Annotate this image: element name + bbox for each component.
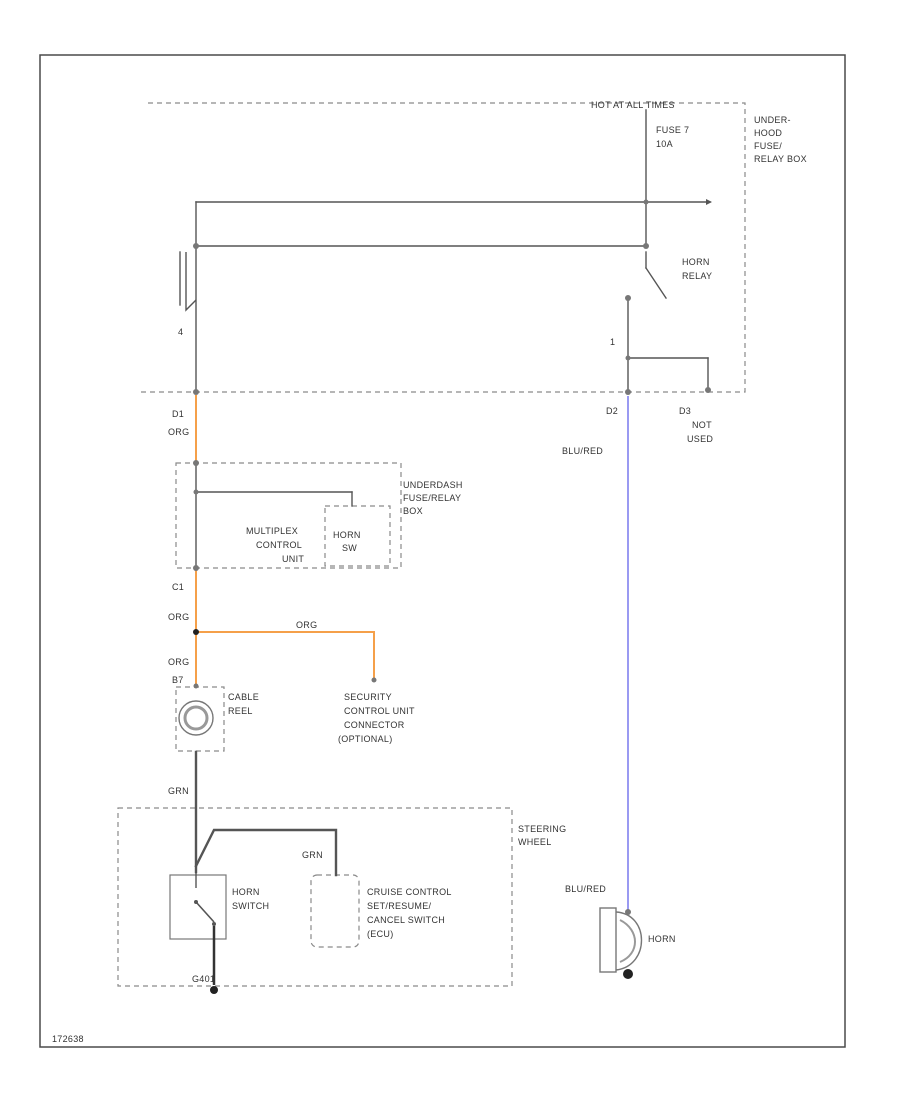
horn-sw-box-outline: [324, 505, 391, 567]
cruise-switch-label-3: CANCEL SWITCH: [367, 915, 445, 925]
multiplex-label-2: CONTROL: [256, 540, 302, 550]
horn-sw-label-1: HORN: [333, 530, 361, 540]
left-contact: [185, 252, 197, 312]
wire-org-label-3: ORG: [296, 620, 317, 630]
underdash-box-label-3: BOX: [403, 506, 423, 516]
fuse-label: FUSE 7: [656, 125, 689, 135]
horn-sw-label-2: SW: [342, 543, 357, 553]
cable-reel-label-2: REEL: [228, 706, 253, 716]
pin-1-label: 1: [610, 337, 615, 347]
wire-grn-label-2: GRN: [302, 850, 323, 860]
connector-b7-label: B7: [172, 675, 184, 685]
cruise-switch-box-outline: [310, 874, 360, 948]
wire-org-label-2: ORG: [168, 612, 189, 622]
diagram-labels: HOT AT ALL TIMES FUSE 7 10A UNDER- HOOD …: [52, 100, 807, 1044]
underhood-box-label-3: FUSE/: [754, 141, 782, 151]
bus-arrow: [706, 199, 712, 205]
horn-switch-label-1: HORN: [232, 887, 260, 897]
figure-id-label: 172638: [52, 1034, 84, 1044]
hot-at-all-times-label: HOT AT ALL TIMES: [591, 100, 675, 110]
cruise-switch-label-4: (ECU): [367, 929, 394, 939]
wire-org-label-1: ORG: [168, 427, 189, 437]
not-used-label-1: NOT: [692, 420, 712, 430]
ground-symbol: [210, 986, 218, 994]
underhood-box-label-4: RELAY BOX: [754, 154, 807, 164]
horn-relay-label-1: HORN: [682, 257, 710, 267]
diagram-frame: [39, 54, 846, 1048]
underdash-box-outline: [175, 462, 402, 569]
horn-switch: [169, 872, 227, 985]
wire-org-label-4: ORG: [168, 657, 189, 667]
cruise-switch-label-1: CRUISE CONTROL: [367, 887, 452, 897]
cable-reel: [178, 700, 214, 736]
connector-d1-label: D1: [172, 409, 184, 419]
security-label-2: CONTROL UNIT: [344, 706, 415, 716]
security-label-3: CONNECTOR: [344, 720, 405, 730]
underhood-box-label-2: HOOD: [754, 128, 782, 138]
ground-label: G401: [192, 974, 215, 984]
cable-reel-label-1: CABLE: [228, 692, 259, 702]
org-wires: [195, 395, 375, 686]
wire-blu-red-label-2: BLU/RED: [565, 884, 606, 894]
not-used-label-2: USED: [687, 434, 713, 444]
horn-label: HORN: [648, 934, 676, 944]
connector-dots: [193, 199, 711, 689]
underhood-box-label-1: UNDER-: [754, 115, 791, 125]
wire-blu-red-label-1: BLU/RED: [562, 446, 603, 456]
fuse-rating-label: 10A: [656, 139, 673, 149]
underhood-box-outline: [138, 102, 746, 393]
plain-wires: [179, 109, 711, 569]
splice-dot: [193, 629, 199, 635]
cruise-switch-label-2: SET/RESUME/: [367, 901, 432, 911]
multiplex-label-1: MULTIPLEX: [246, 526, 298, 536]
steering-wheel-label-2: WHEEL: [518, 837, 552, 847]
horn-switch-label-2: SWITCH: [232, 901, 269, 911]
steering-wheel-label-1: STEERING: [518, 824, 566, 834]
connector-d2-label: D2: [606, 406, 618, 416]
pin-4-label: 4: [178, 327, 183, 337]
steering-wheel-box-outline: [117, 807, 513, 987]
cable-reel-box-outline: [175, 686, 225, 752]
wire-grn-label-1: GRN: [168, 786, 189, 796]
grn-wires: [194, 750, 338, 877]
multiplex-label-3: UNIT: [282, 554, 304, 564]
horn: [599, 907, 642, 979]
horn-relay-label-2: RELAY: [682, 271, 712, 281]
connector-d3-label: D3: [679, 406, 691, 416]
underdash-box-label-2: FUSE/RELAY: [403, 493, 461, 503]
security-label-4: (OPTIONAL): [338, 734, 393, 744]
underdash-box-label-1: UNDERDASH: [403, 480, 463, 490]
security-label-1: SECURITY: [344, 692, 392, 702]
connector-c1-label: C1: [172, 582, 184, 592]
